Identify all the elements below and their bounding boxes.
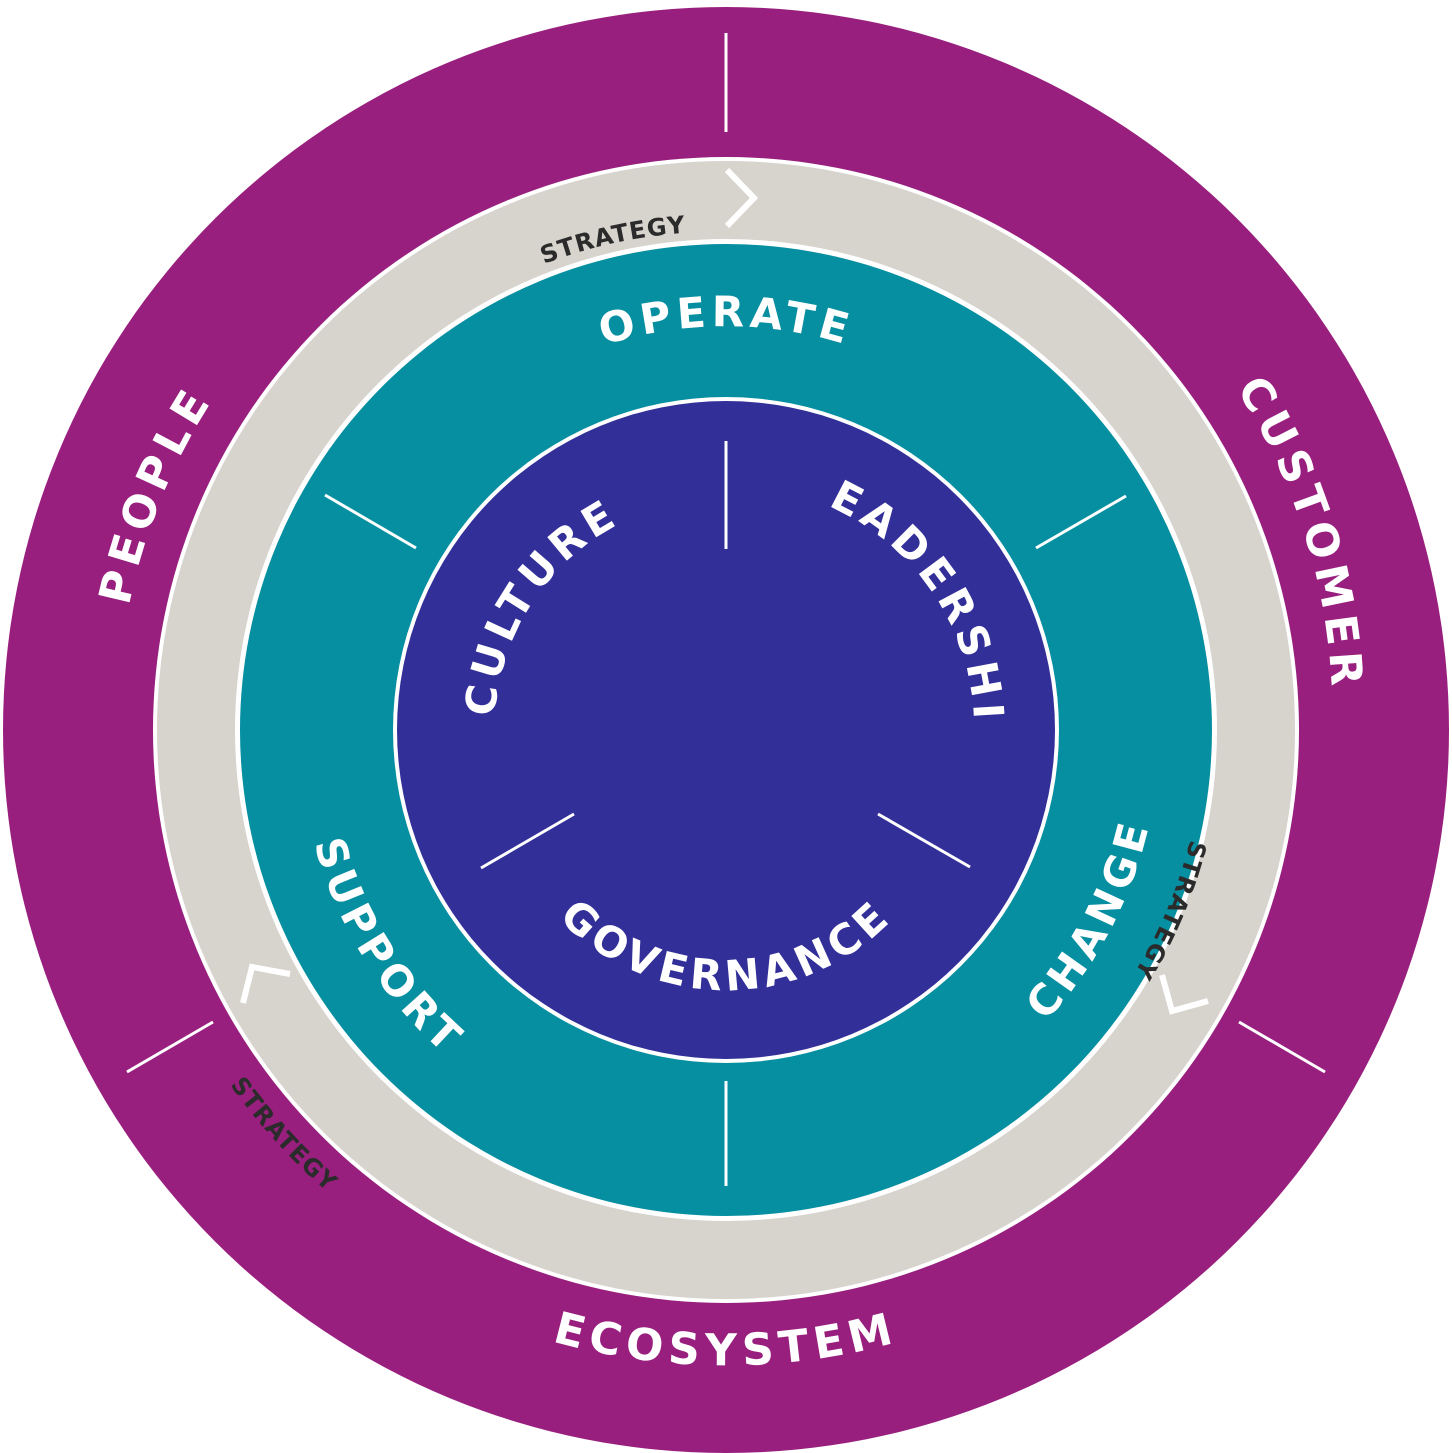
core-circle: [397, 401, 1055, 1059]
strategy-chevron-top-icon: [724, 167, 759, 229]
middle-divider-right: [1035, 494, 1127, 550]
outer-divider-left: [126, 1020, 214, 1074]
core-divider-left: [480, 812, 575, 870]
strategy-chevron-right-icon: [1159, 974, 1209, 1015]
middle-divider-left: [324, 493, 417, 550]
outer-divider-right: [1238, 1020, 1326, 1074]
strategy-chevron-left-icon: [240, 963, 291, 1004]
core-divider-right: [877, 812, 971, 869]
